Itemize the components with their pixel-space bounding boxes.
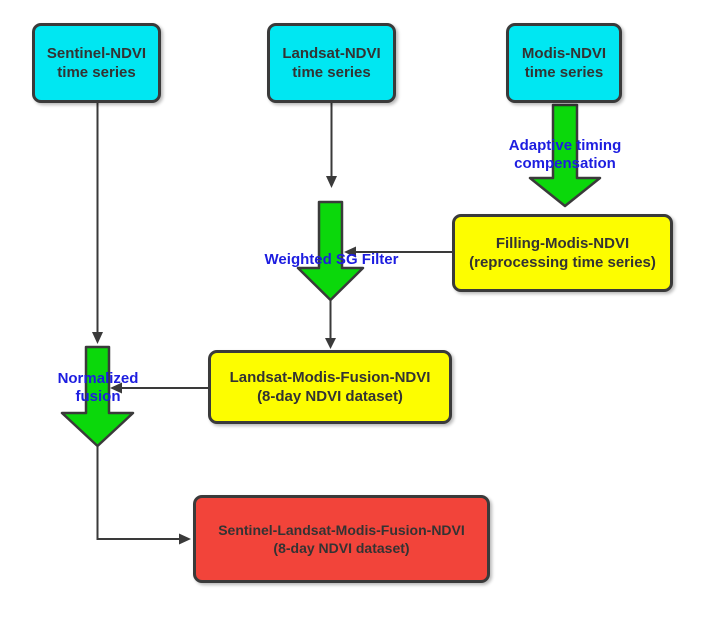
label-adaptive-timing-compensation: Adaptive timing compensation [488, 137, 642, 174]
node-label: time series [524, 64, 604, 81]
node-label: Landsat-Modis-Fusion-NDVI [229, 368, 431, 386]
block-arrow-normalized-fusion-icon [60, 345, 135, 448]
node-sentinel-landsat-modis-fusion-ndvi: Sentinel-Landsat-Modis-Fusion-NDVI (8-da… [193, 495, 490, 583]
node-modis-ndvi: Modis-NDVI time series [506, 23, 622, 103]
arrowhead-landsat-down-icon [326, 176, 337, 188]
node-landsat-modis-fusion-ndvi: Landsat-Modis-Fusion-NDVI (8-day NDVI da… [208, 350, 452, 424]
arrowhead-normalized-to-final-icon [179, 533, 191, 545]
label-line: Weighted SG Filter [264, 251, 399, 268]
label-line: fusion [75, 388, 121, 406]
node-label: Sentinel-Landsat-Modis-Fusion-NDVI [218, 521, 465, 538]
arrowhead-sg-to-fusion-icon [325, 338, 336, 349]
arrowhead-filling-to-sg-icon [344, 246, 356, 258]
node-filling-modis-ndvi: Filling-Modis-NDVI (reprocessing time se… [452, 214, 673, 292]
node-label: Modis-NDVI [521, 44, 607, 62]
node-label: time series [292, 64, 371, 81]
label-weighted-sg-filter: Weighted SG Filter [248, 251, 415, 269]
node-label: Sentinel-NDVI [46, 44, 147, 62]
label-line: Adaptive timing [508, 137, 622, 154]
node-label: (reprocessing time series) [469, 254, 656, 271]
node-label: Filling-Modis-NDVI [495, 234, 630, 252]
line-normalized-to-final [96, 446, 180, 540]
block-arrow-adaptive-timing-icon [528, 103, 602, 208]
node-label: time series [57, 64, 136, 81]
node-label: (8-day NDVI dataset) [257, 388, 403, 405]
node-label: (8-day NDVI dataset) [273, 540, 410, 556]
block-arrow-weighted-sg-icon [296, 200, 365, 302]
node-sentinel-ndvi: Sentinel-NDVI time series [32, 23, 161, 103]
label-normalized-fusion: Normalized fusion [38, 370, 158, 407]
node-landsat-ndvi: Landsat-NDVI time series [267, 23, 396, 103]
arrowhead-sentinel-down-icon [92, 332, 103, 344]
node-label: Landsat-NDVI [282, 44, 381, 62]
label-line: Normalized [57, 370, 139, 387]
arrowhead-fusion-to-normalized-icon [110, 382, 122, 394]
label-line: compensation [514, 155, 616, 173]
